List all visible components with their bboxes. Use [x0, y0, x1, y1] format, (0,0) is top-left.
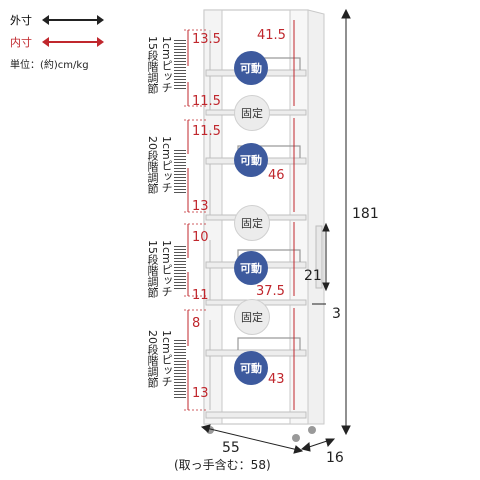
dim-width: 55: [222, 440, 240, 456]
dim-height: 181: [352, 206, 379, 222]
dim-depth: 16: [326, 450, 344, 466]
dim-inner-left-7: 8: [192, 316, 201, 331]
pitch-label-4-steps: 20段階調節: [146, 330, 159, 388]
movable-badge-2: 可動: [234, 143, 268, 177]
dim-inner-right-3: 37.5: [256, 284, 285, 299]
pitch-ladder-4: [174, 340, 186, 400]
dim-handle-depth: 3: [332, 306, 341, 322]
dim-inner-left-1: 13.5: [192, 32, 221, 47]
fixed-badge-1: 固定: [234, 95, 270, 131]
dim-inner-left-6: 11: [192, 288, 209, 303]
legend-outer: 外寸: [10, 12, 104, 28]
pitch-label-2-steps: 20段階調節: [146, 136, 159, 194]
legend-outer-label: 外寸: [10, 14, 32, 27]
dim-width-note: (取っ手含む：58): [174, 458, 271, 472]
pitch-ladder-3: [174, 246, 186, 290]
dim-inner-left-3: 11.5: [192, 124, 221, 139]
movable-badge-3: 可動: [234, 251, 268, 285]
movable-badge-4: 可動: [234, 351, 268, 385]
movable-badge-1: 可動: [234, 51, 268, 85]
dim-inner-right-1: 41.5: [257, 28, 286, 43]
dim-inner-right-4: 43: [268, 372, 285, 387]
pitch-label-3-steps: 15段階調節: [146, 240, 159, 298]
legend-inner-label: 内寸: [10, 36, 32, 49]
pitch-label-4-pitch: 1cmピッチ: [160, 330, 173, 387]
pitch-label-1-steps: 15段階調節: [146, 36, 159, 94]
dim-inner-right-2: 46: [268, 168, 285, 183]
pitch-label-2-pitch: 1cmピッチ: [160, 136, 173, 193]
legend-inner: 内寸: [10, 34, 104, 50]
dim-inner-left-5: 10: [192, 230, 209, 245]
dim-inner-left-8: 13: [192, 386, 209, 401]
pitch-ladder-1: [174, 40, 186, 90]
fixed-badge-2: 固定: [234, 205, 270, 241]
outer-arrow-icon: [42, 15, 104, 25]
dim-inner-left-4: 13: [192, 199, 209, 214]
dim-inner-left-2: 11.5: [192, 94, 221, 109]
pitch-ladder-2: [174, 150, 186, 194]
fixed-badge-3: 固定: [234, 299, 270, 335]
pitch-label-3-pitch: 1cmピッチ: [160, 240, 173, 297]
pitch-label-1-pitch: 1cmピッチ: [160, 36, 173, 93]
inner-arrow-icon: [42, 37, 104, 47]
unit-label: 単位：(約)cm/kg: [10, 60, 89, 71]
dim-handle: 21: [304, 268, 322, 284]
